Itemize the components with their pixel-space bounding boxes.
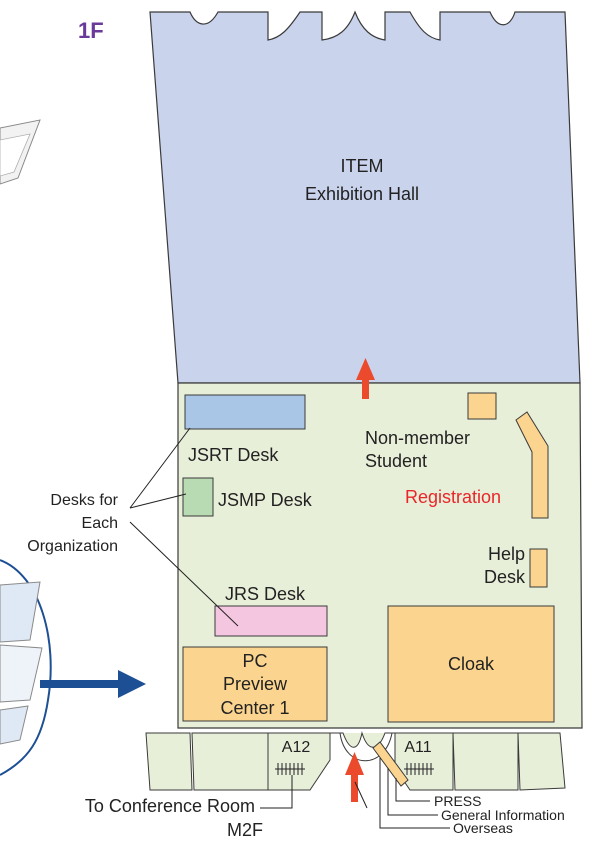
to-conference-line1: To Conference Room [85, 796, 255, 816]
overseas-label: Overseas [453, 820, 513, 836]
desks-callout-line1: Desks for [50, 492, 118, 509]
jsmp-desk[interactable] [182, 477, 214, 517]
registration-label: Registration [405, 487, 501, 507]
press-info-counter[interactable] [372, 741, 409, 787]
help-desk[interactable] [529, 548, 548, 588]
a11-stairs-icon [404, 763, 434, 775]
pc-preview-line3: Center 1 [220, 698, 289, 718]
non-member-desk[interactable] [467, 392, 497, 420]
desks-callout-line2: Each [82, 515, 118, 532]
red-entrance-arrow [345, 752, 364, 802]
corridor-curve [339, 732, 393, 762]
a12-label: A12 [282, 739, 311, 756]
a11-label: A11 [404, 739, 431, 756]
floor-label: 1F [78, 18, 104, 43]
jsrt-desk-label: JSRT Desk [188, 445, 279, 465]
callout-lines [129, 427, 450, 829]
a12-stairs-icon [275, 763, 305, 775]
jrs-desk[interactable] [214, 605, 328, 637]
pc-preview-center[interactable] [182, 646, 328, 722]
jrs-desk-label: JRS Desk [225, 584, 306, 604]
exhibition-hall [149, 10, 581, 384]
pc-preview-line1: PC [242, 651, 267, 671]
adjacent-floor-fragment-bottom [0, 559, 52, 776]
hall-title-line2: Exhibition Hall [305, 184, 419, 204]
help-desk-label-line1: Help [488, 544, 525, 564]
non-member-label-line2: Student [365, 451, 427, 471]
navy-direction-arrow [40, 670, 146, 698]
red-arrow-to-hall [356, 358, 375, 399]
to-conference-line2: M2F [227, 820, 263, 840]
pc-preview-line2: Preview [223, 674, 288, 694]
non-member-label-line1: Non-member [365, 428, 470, 448]
cloak-label: Cloak [448, 654, 495, 674]
hall-title-line1: ITEM [341, 156, 384, 176]
press-label: PRESS [434, 793, 481, 809]
registration-counter[interactable] [515, 411, 549, 519]
jsrt-desk[interactable] [184, 394, 306, 430]
bottom-corridor [145, 731, 566, 791]
general-information-label: General Information [441, 807, 565, 823]
cloak-room[interactable] [387, 605, 555, 723]
jsmp-desk-label: JSMP Desk [218, 490, 313, 510]
adjacent-floor-fragment-top [0, 119, 41, 185]
help-desk-label-line2: Desk [484, 567, 526, 587]
desks-callout-line3: Organization [27, 538, 118, 555]
